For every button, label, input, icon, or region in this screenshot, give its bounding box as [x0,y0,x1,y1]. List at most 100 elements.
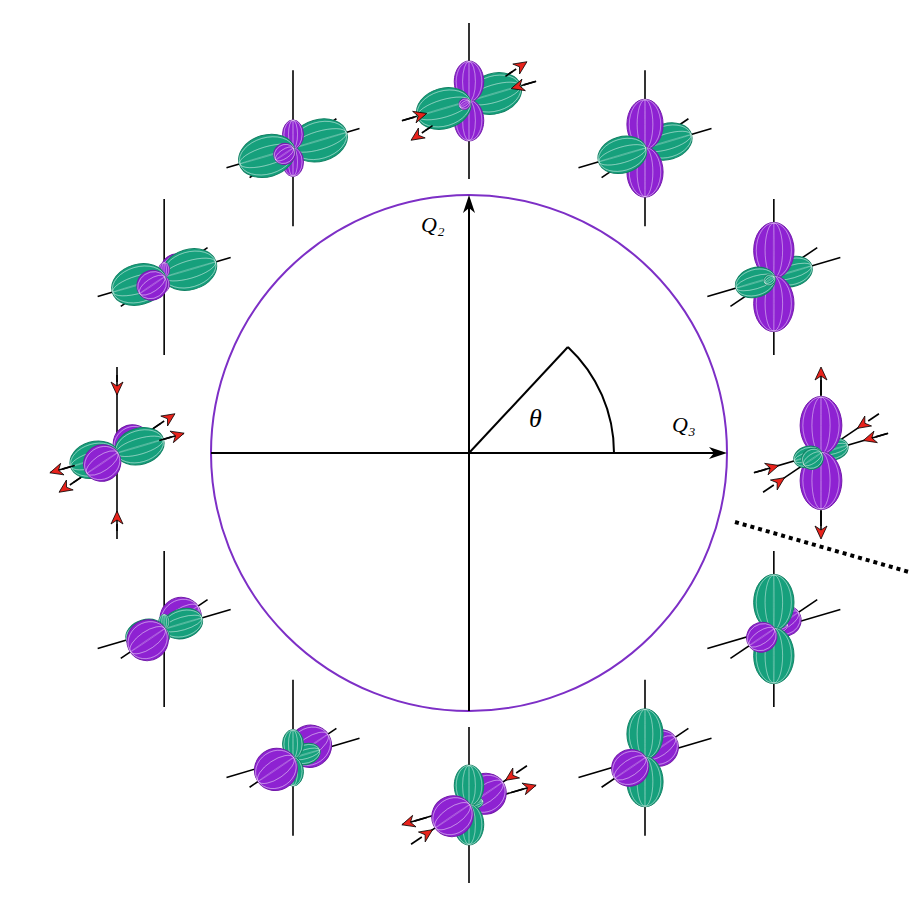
axes [211,195,727,711]
lobe-mesh [87,452,118,474]
lobe-mesh [457,97,471,111]
lobe-mesh [749,628,774,646]
orbital-lobe [76,438,127,489]
lobe-mesh [275,148,293,161]
lobe-mesh [413,84,475,133]
lobe-mesh [734,271,776,295]
lobe-mesh [139,276,164,294]
distortion-arrowhead [161,414,175,426]
axis-arrowhead [463,195,475,213]
lobe-mesh [595,133,651,177]
lobe-mesh [457,97,471,111]
distortion-arrowhead [815,526,827,539]
orbital-lobe [246,740,305,799]
orbital-figure [50,367,184,539]
axis-arrowhead [709,447,727,459]
orbital-figure [707,551,840,707]
lobe-mesh [116,439,163,454]
angle-ray [469,347,568,453]
lobe-mesh [271,140,299,167]
distortion-arrow-shaft [153,421,164,428]
angle-arc [568,347,614,453]
distortion-arrowhead [50,463,64,475]
distortion-arrowhead [765,463,779,475]
lobe-mesh [469,61,470,101]
lobe-mesh [415,92,472,124]
distortion-arrow-shaft [422,126,433,133]
lobe-mesh [803,397,839,454]
distortion-arrowhead [815,367,827,380]
distortion-arrowhead [511,79,525,91]
distortion-arrowhead [111,382,123,395]
lobe-mesh [595,133,651,177]
lobe-mesh [258,757,294,782]
lobe-mesh [293,730,294,758]
lobe-mesh [734,271,776,295]
lobe-mesh [756,575,791,630]
orbital-figure [402,23,536,179]
distortion-arrow-shaft [159,437,171,441]
lobe-mesh [615,757,646,779]
distortion-arrow-shaft [524,81,536,85]
lobe-mesh [799,445,827,472]
distortion-arrowhead [505,768,519,780]
lobe-mesh [733,265,778,301]
orbital-lobe [762,272,777,287]
distortion-arrow-shaft [754,469,766,473]
distortion-arrowhead [418,830,432,842]
lobe-mesh [235,130,299,181]
orbital-lobe [457,96,472,111]
lobe-mesh [742,618,781,656]
orbital-figure [707,199,840,355]
lobe-mesh [235,130,299,181]
axis-label: Q₃ [670,414,698,436]
distortion-arrow-shaft [511,789,523,793]
lobe-mesh [426,790,480,842]
orbital-figure [227,70,360,226]
orbital-figure [98,551,231,707]
distortion-arrowhead [513,62,527,74]
distortion-arrow-shaft [868,414,879,421]
distortion-arrowhead [59,480,73,492]
lobe-mesh [413,84,475,133]
orbital-figure [227,680,360,836]
lobe-mesh [762,273,776,287]
lobe-mesh [803,452,821,465]
orbital-lobe [732,263,779,303]
lobe-mesh [597,140,648,169]
orbital-figure [579,680,712,836]
orbital-lobe [233,128,300,184]
lobe-mesh [773,223,774,278]
orbital-lobe [798,444,828,473]
lobe-mesh [271,140,299,167]
lobe-mesh [130,628,165,652]
distortion-arrowhead [170,431,184,443]
distortion-arrowhead [863,431,877,443]
distortion-arrow-shaft [414,817,426,821]
lobe-mesh [114,432,165,461]
lobe-mesh [756,575,791,630]
orbital-lobe [424,788,481,845]
lobe-mesh [765,575,783,630]
lobe-mesh [78,440,126,487]
lobe-mesh [426,790,480,842]
lobe-mesh [248,742,304,796]
orbital-lobe [593,130,651,179]
lobe-mesh [121,614,175,666]
orbital-lobe [741,616,783,658]
lobe-mesh [812,397,830,454]
orbital-figure [98,199,231,355]
distortion-arrow-shaft [820,380,822,395]
lobe-mesh [597,140,648,169]
distortion-arrow-shaft [116,367,118,382]
lobe-mesh [773,575,774,630]
distortion-arrowhead [770,478,784,490]
lobe-mesh [158,245,220,294]
lobe-mesh [599,147,646,162]
lobe-mesh [803,397,839,454]
lobe-mesh [606,745,654,792]
distortion-arrow-shaft [411,837,422,844]
lobe-mesh [121,614,175,666]
